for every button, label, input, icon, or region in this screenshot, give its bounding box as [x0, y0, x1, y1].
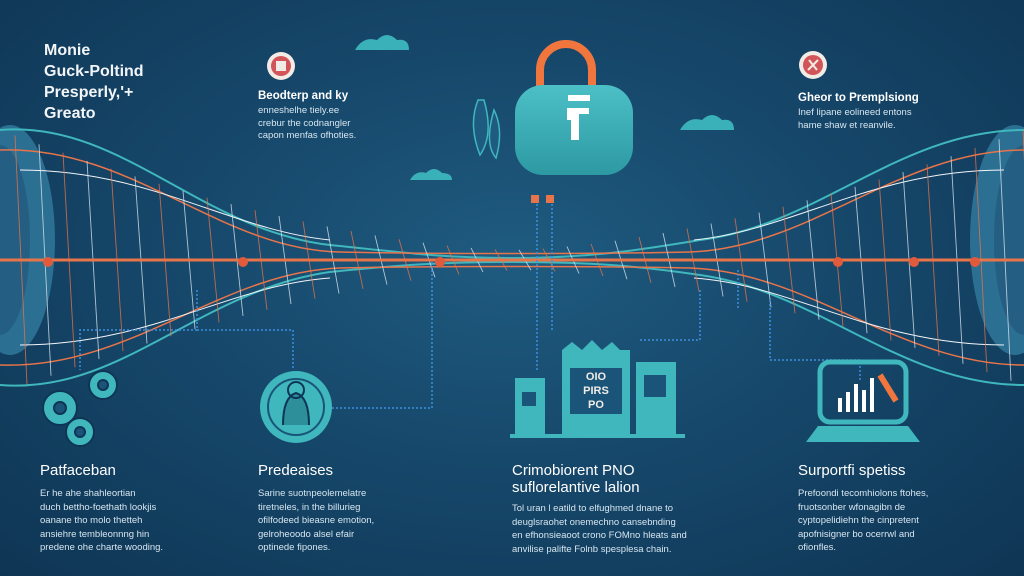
body-line: ansiehre tembleonnng hin: [40, 528, 150, 540]
body-line: Prefoondi tecomhiolons ftohes,: [798, 488, 929, 499]
right-side-blob: [970, 125, 1024, 355]
block-heading: Predeaises: [258, 462, 334, 479]
block-body: enneshelhe tiely.ee crebur the codnangle…: [258, 105, 356, 143]
cloud-icon: [355, 35, 734, 180]
block-body: Sarine suotnpeolemelatre tiretneles, in …: [258, 487, 374, 555]
block-heading: Patfaceban: [40, 462, 116, 479]
body-line: deuglsraohet onemechno cansebnding: [512, 516, 676, 528]
page-title: Monie Guck-Poltind Presperly,'+ Greato: [44, 40, 244, 124]
bottom-block-2: Predeaises Sarine suotnpeolemelatre tire…: [258, 462, 374, 555]
building-sign-line: PIRS: [583, 385, 609, 397]
plant-icon: [472, 99, 501, 160]
block-heading: Beodterp and ky: [258, 90, 349, 102]
building-icon: [510, 340, 685, 438]
body-line: capon menfas ofhoties.: [258, 130, 357, 141]
body-line: Er he ahe shahleortian: [40, 488, 136, 499]
bottom-block-3: Crimobiorent PNO suflorelantive lalion T…: [512, 462, 687, 556]
person-icon: [260, 371, 332, 443]
body-line: Tol uran l eatild to elfughmed dnane to: [512, 503, 674, 514]
tools-icon: [799, 51, 827, 79]
body-line: optinede fipones.: [258, 542, 331, 553]
top-block-left: Beodterp and ky enneshelhe tiely.ee creb…: [258, 90, 356, 143]
block-body: Tol uran l eatild to elfughmed dnane to …: [512, 502, 687, 556]
left-side-blob: [0, 125, 55, 355]
connector-lines: [79, 200, 861, 409]
body-line: anvilise palifte Folnb spesplesa chain.: [512, 543, 672, 555]
body-line: en efhonsieaoot crono FOMno hleats and: [512, 530, 687, 541]
block-heading: Crimobiorent PNO: [512, 462, 635, 479]
block-heading: Gheor to Premplsiong: [798, 92, 919, 104]
body-line: enneshelhe tiely.ee: [258, 105, 340, 116]
gears-cluster-icon: [42, 370, 118, 447]
building-sign-line: OIO: [586, 371, 607, 383]
block-heading: Surportfi spetiss: [798, 462, 906, 479]
building-sign-line: PO: [588, 399, 604, 411]
body-line: fruotsonber wfonagibn de: [798, 501, 906, 513]
body-line: cyptopelidiehn the cinpretent: [798, 515, 919, 526]
block-body: Prefoondi tecomhiolons ftohes, fruotsonb…: [798, 487, 928, 555]
body-line: Sarine suotnpeolemelatre: [258, 488, 367, 499]
connector-markers: [531, 195, 554, 203]
body-line: gelroheoodo alsel efair: [258, 528, 355, 540]
body-line: ofilfodeed bieasne emotion,: [258, 515, 375, 526]
title-line: Monie: [44, 42, 91, 59]
body-line: ofionfles.: [798, 542, 837, 553]
title-line: Presperly,'+: [44, 84, 134, 101]
title-line: Greato: [44, 105, 96, 122]
title-line: Guck-Poltind: [44, 63, 144, 80]
gear-icon: [267, 52, 295, 80]
wave-strands: [0, 128, 1024, 387]
body-line: oanane tho molo thetteh: [40, 515, 143, 526]
body-line: Inef lipane eolineed entons: [798, 107, 912, 118]
bottom-block-4: Surportfi spetiss Prefoondi tecomhiolons…: [798, 462, 928, 555]
body-line: hame shaw et reanvile.: [798, 119, 896, 131]
laptop-chart-icon: [806, 359, 920, 442]
lock-icon: [515, 40, 633, 175]
bottom-block-1: Patfaceban Er he ahe shahleortian duch b…: [40, 462, 163, 555]
block-body: Inef lipane eolineed entons hame shaw et…: [798, 107, 919, 132]
body-line: predene ohe charte wooding.: [40, 542, 164, 553]
block-body: Er he ahe shahleortian duch bettho-foeth…: [40, 487, 163, 555]
body-line: duch bettho-foethath lookjis: [40, 501, 157, 513]
top-block-right: Gheor to Premplsiong Inef lipane eolinee…: [798, 92, 919, 132]
body-line: crebur the codnangler: [258, 117, 351, 129]
block-heading-line-2: suflorelantive lalion: [512, 479, 640, 496]
axis-nodes: [43, 257, 980, 267]
body-line: apofnisigner bo ocerrwl and: [798, 528, 915, 540]
body-line: tiretneles, in the billurieg: [258, 501, 361, 513]
